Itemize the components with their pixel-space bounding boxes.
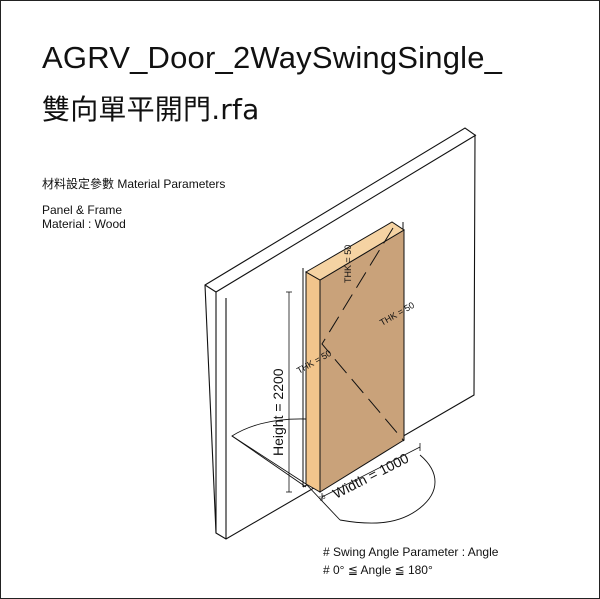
swing-angle-parameter-note: # Swing Angle Parameter : Angle — [323, 545, 499, 559]
width-dimension-line — [321, 443, 421, 501]
wall-outline — [204, 127, 477, 540]
height-dimension-line — [286, 291, 292, 493]
family-title-line-2: 雙向單平開門.rfa — [42, 93, 260, 126]
material-parameters-heading: 材料設定參數 Material Parameters — [42, 177, 226, 191]
door-panel-edge — [305, 271, 321, 493]
swing-arc-left — [231, 418, 307, 488]
swing-arc-right — [305, 454, 436, 524]
material-wood-label: Material : Wood — [42, 217, 126, 231]
thickness-top-label: THK = 50 — [343, 245, 353, 283]
swing-angle-range-note: # 0° ≦ Angle ≦ 180° — [323, 563, 433, 577]
height-dimension-label: Height = 2200 — [270, 368, 286, 456]
swing-dashed-lines — [321, 227, 405, 442]
family-title-line-1: AGRV_Door_2WaySwingSingle_ — [42, 40, 503, 75]
bottom-thickness-label: 50 — [318, 494, 327, 503]
door-panel-top — [304, 221, 405, 281]
material-panel-frame-label: Panel & Frame — [42, 203, 123, 217]
